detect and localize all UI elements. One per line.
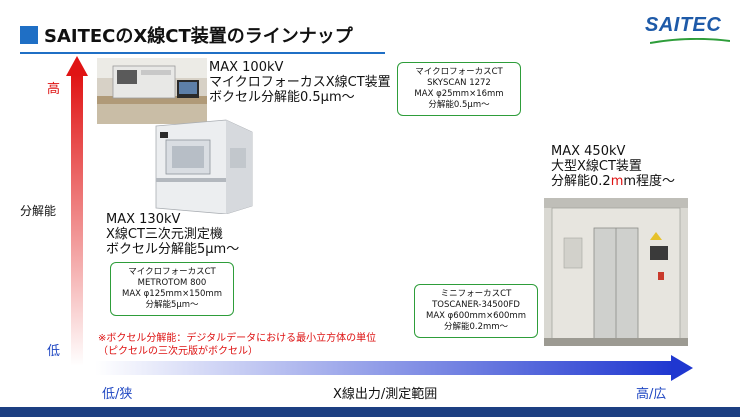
footnote-line1: ※ボクセル分解能：デジタルデータにおける最小立方体の単位 [98,333,377,344]
device-100kv-power: MAX 100kV [209,60,284,75]
device-130kv-resolution: ボクセル分解能5μm～ [106,242,240,257]
box-category: マイクロフォーカスCT [128,267,216,277]
axis-left-label: 低/狭 [102,387,133,402]
box-model: TOSCANER-34500FD [432,300,520,310]
device-450kv-resolution: 分解能0.2mm程度～ [551,174,676,189]
title-marker [20,26,38,44]
device-450kv-type: 大型X線CT装置 [551,159,642,174]
axis-center-label: X線出力/測定範囲 [333,387,438,402]
skyscan-device-image [97,58,207,124]
box-model: SKYSCAN 1272 [427,78,491,88]
title-underline [20,52,385,54]
axis-resolution-label: 分解能 [20,204,57,218]
resolution-arrow [66,56,88,366]
device-130kv-type: X線CT三次元測定機 [106,227,223,242]
box-size: MAX φ600mm×600mm [426,311,526,321]
saitec-logo: SAITEC [645,14,722,36]
logo-swoosh-icon [650,38,730,44]
metrotom-info-box: マイクロフォーカスCT METROTOM 800 MAX φ125mm×150m… [110,262,234,316]
box-resolution: 分解能0.5μm～ [428,100,490,110]
box-model: METROTOM 800 [137,278,207,288]
device-100kv-type: マイクロフォーカスX線CT装置 [209,75,391,90]
axis-low-label: 低 [47,344,61,359]
footer-bar [0,407,740,417]
skyscan-info-box: マイクロフォーカスCT SKYSCAN 1272 MAX φ25mm×16mm … [397,62,521,116]
device-450kv-specs: MAX 450kV 大型X線CT装置 分解能0.2mm程度～ [551,144,675,189]
output-range-arrow [95,355,693,381]
axis-high-label: 高 [47,82,61,97]
axis-right-label: 高/広 [636,387,667,402]
device-450kv-power: MAX 450kV [551,144,626,159]
page-title: SAITECのX線CT装置のラインナップ [44,26,353,47]
footnote-line2: （ピクセルの三次元版がボクセル） [98,346,258,357]
device-130kv-specs: MAX 130kV X線CT三次元測定機 ボクセル分解能5μm～ [106,212,239,257]
device-100kv-specs: MAX 100kV マイクロフォーカスX線CT装置 ボクセル分解能0.5μm～ [209,60,391,105]
box-category: マイクロフォーカスCT [415,67,503,77]
box-size: MAX φ125mm×150mm [122,289,222,299]
box-resolution: 分解能0.2mm～ [443,322,509,332]
voxel-footnote: ※ボクセル分解能：デジタルデータにおける最小立方体の単位 （ピクセルの三次元版が… [98,332,376,358]
device-100kv-resolution: ボクセル分解能0.5μm～ [209,90,355,105]
box-resolution: 分解能5μm～ [145,300,199,310]
metrotom-device-image [155,119,253,214]
box-size: MAX φ25mm×16mm [414,89,504,99]
toscaner-info-box: ミニフォーカスCT TOSCANER-34500FD MAX φ600mm×60… [414,284,538,338]
box-category: ミニフォーカスCT [440,289,512,299]
device-130kv-power: MAX 130kV [106,212,181,227]
toscaner-device-image [544,198,688,346]
